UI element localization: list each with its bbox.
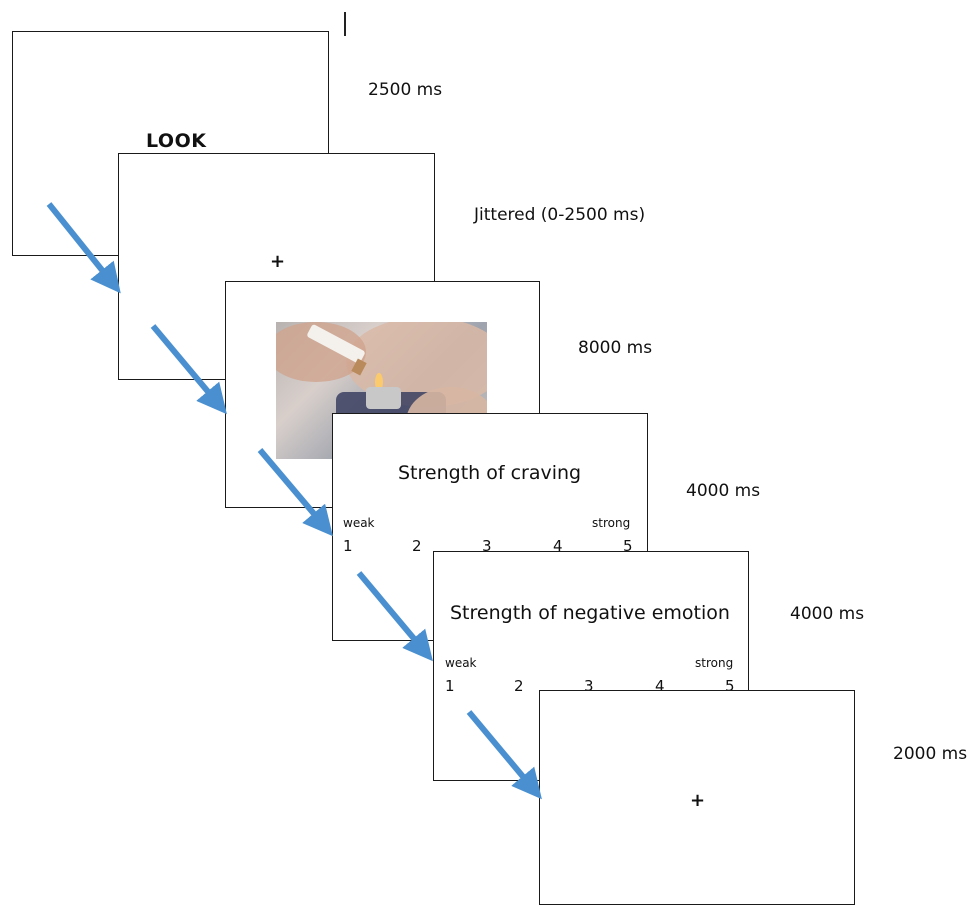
emotion-anchor-weak: weak — [445, 656, 477, 670]
craving-duration: 4000 ms — [686, 481, 761, 501]
emotion-question: Strength of negative emotion — [450, 602, 730, 624]
emotion-scale-4: 4 — [655, 677, 665, 695]
arrow-2 — [150, 324, 227, 415]
fixation-cross-1: + — [270, 251, 286, 272]
craving-anchor-weak: weak — [343, 516, 375, 530]
craving-scale-4: 4 — [553, 537, 563, 555]
fixation-1-duration: Jittered (0-2500 ms) — [474, 205, 646, 225]
emotion-anchor-strong: strong — [695, 656, 734, 670]
arrow-3 — [257, 448, 333, 537]
fixation-2-duration: 2000 ms — [893, 744, 968, 764]
look-text: LOOK — [146, 130, 207, 152]
emotion-scale-1: 1 — [445, 677, 455, 695]
fixation-cross-2: + — [690, 790, 706, 811]
emotion-scale-5: 5 — [725, 677, 735, 695]
fixation-screen-2 — [539, 690, 855, 905]
craving-scale-5: 5 — [623, 537, 633, 555]
arrow-4 — [356, 571, 433, 662]
craving-scale-3: 3 — [482, 537, 492, 555]
craving-scale-1: 1 — [343, 537, 353, 555]
craving-question: Strength of craving — [398, 462, 582, 484]
emotion-duration: 4000 ms — [790, 604, 865, 624]
look-duration: 2500 ms — [368, 80, 443, 100]
top-tick-mark — [344, 12, 346, 36]
craving-anchor-strong: strong — [592, 516, 631, 530]
arrow-5 — [466, 710, 542, 800]
arrow-1 — [46, 202, 121, 294]
emotion-scale-2: 2 — [514, 677, 524, 695]
image-duration: 8000 ms — [578, 338, 653, 358]
craving-scale-2: 2 — [412, 537, 422, 555]
emotion-scale-3: 3 — [584, 677, 594, 695]
